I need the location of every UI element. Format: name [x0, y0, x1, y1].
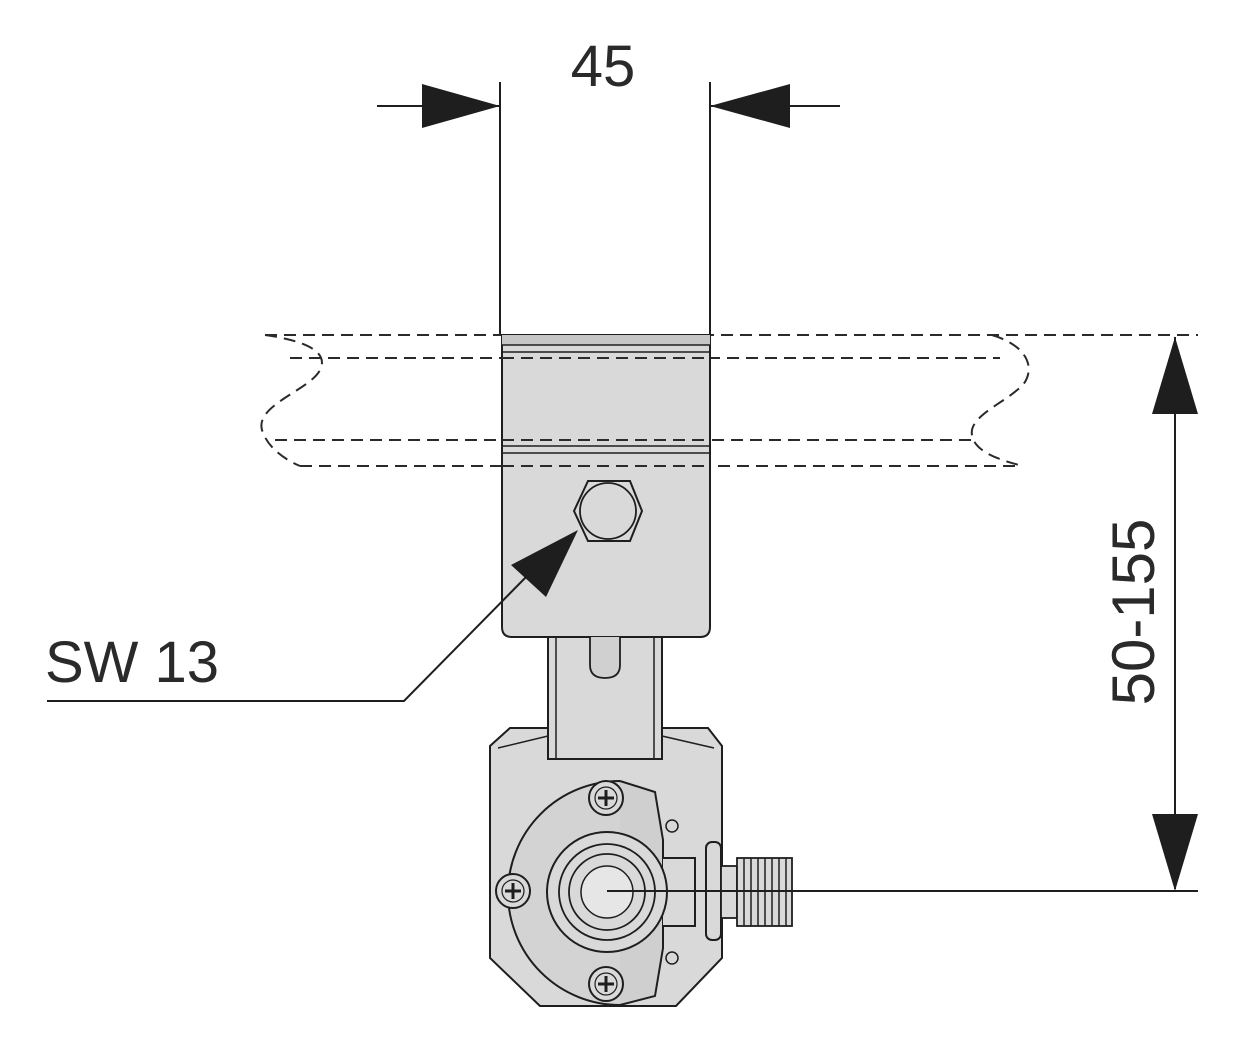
height-dimension: [607, 337, 1198, 892]
width-label: 45: [571, 34, 636, 99]
screw-icon: [588, 780, 624, 816]
wrench-leader-arrow: [511, 530, 578, 597]
small-hole-icon: [665, 819, 679, 833]
hex-bolt-icon: [572, 480, 644, 542]
wrench-size-label: SW 13: [45, 630, 219, 695]
dashed-rail-outline: [260, 334, 1198, 467]
height-label: 50-155: [1100, 519, 1167, 706]
connector-strap: [547, 636, 663, 760]
rail-overlay-lines: [502, 357, 710, 467]
screw-icon: [588, 966, 624, 1002]
small-hole-icon: [665, 951, 679, 965]
width-arrow-right: [710, 84, 790, 128]
height-arrow-top: [1152, 337, 1198, 414]
width-arrow-left: [422, 84, 500, 128]
height-arrow-bottom: [1152, 814, 1198, 891]
wrench-size-leader: [47, 575, 528, 702]
screw-icon: [495, 873, 531, 909]
valve-body: [489, 727, 793, 1007]
